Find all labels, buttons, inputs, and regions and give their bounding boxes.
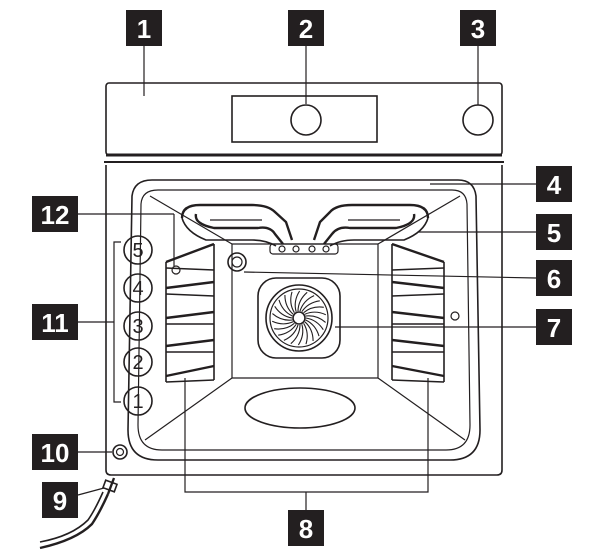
callout-label: 1 [137, 14, 151, 44]
shelf-level-label: 4 [132, 278, 143, 300]
fan-blade [274, 306, 293, 319]
shelf-level-5: 5 [123, 235, 153, 265]
callout-10: 10 [32, 434, 78, 470]
fan-blade [301, 300, 320, 312]
fan-blade [284, 294, 294, 315]
callout-label: 2 [299, 14, 313, 44]
control-panel [105, 82, 503, 157]
cavity-floor-oval [244, 387, 356, 429]
fan-blade [278, 324, 297, 336]
callout-label: 9 [53, 486, 67, 516]
callout-7: 7 [536, 309, 572, 345]
fan-blade [305, 317, 324, 330]
callout-3: 3 [460, 10, 496, 46]
leader-lines [77, 46, 537, 510]
fan-blade [283, 324, 299, 341]
fan-blade [305, 319, 320, 337]
oven-lamp [227, 252, 247, 272]
fan-blade [278, 299, 293, 317]
oven-body [104, 161, 504, 476]
shelf-level-3: 3 [123, 311, 153, 341]
oven-cavity [127, 179, 481, 461]
shelf-level-label: 2 [132, 352, 143, 374]
callout-4: 4 [536, 166, 572, 202]
callout-label: 10 [41, 438, 70, 468]
fan-blade [303, 306, 324, 314]
fan-blade [297, 324, 304, 346]
fan-blade [274, 322, 295, 330]
callout-6: 6 [536, 260, 572, 296]
callout-5: 5 [536, 214, 572, 250]
shelf-level-label: 3 [132, 316, 143, 338]
callout-label: 8 [299, 514, 313, 544]
callout-8: 8 [288, 510, 324, 546]
callout-1: 1 [126, 10, 162, 46]
callout-label: 5 [547, 218, 561, 248]
callout-9: 9 [42, 482, 78, 518]
callout-label: 11 [41, 308, 69, 338]
shelf-level-2: 2 [123, 347, 153, 377]
fan-blade [304, 321, 314, 342]
fan-blade [299, 295, 315, 312]
shelf-support-right [391, 242, 460, 383]
shelf-levels: 5 4 3 2 1 [113, 235, 153, 416]
shelf-level-label: 1 [132, 391, 143, 413]
fan-blade [305, 315, 326, 323]
callout-label: 3 [471, 14, 485, 44]
shelf-level-label: 5 [132, 240, 143, 262]
heating-element [180, 203, 430, 255]
shelf-level-4: 4 [123, 273, 153, 303]
fan-blade [304, 311, 327, 316]
temperature-knob [462, 104, 494, 136]
callout-12: 12 [32, 196, 78, 232]
fan-blade [271, 320, 294, 325]
callout-2: 2 [288, 10, 324, 46]
display-panel [231, 95, 378, 143]
shelf-support-left [165, 242, 215, 383]
fan-blade [303, 323, 308, 345]
callout-label: 7 [547, 313, 561, 343]
fan-blade [290, 324, 301, 345]
fan-blade [294, 290, 301, 312]
shelf-level-1: 1 [123, 386, 153, 416]
callout-11: 11 [32, 304, 78, 340]
fan-blade [272, 313, 293, 321]
fan-cover [257, 277, 341, 359]
callout-label: 4 [547, 170, 562, 200]
control-knob [290, 104, 322, 136]
mains-cable [39, 444, 128, 550]
callout-label: 12 [41, 200, 70, 230]
fan-blade [297, 291, 308, 312]
callout-label: 6 [547, 264, 561, 294]
fan-blade [290, 291, 295, 313]
